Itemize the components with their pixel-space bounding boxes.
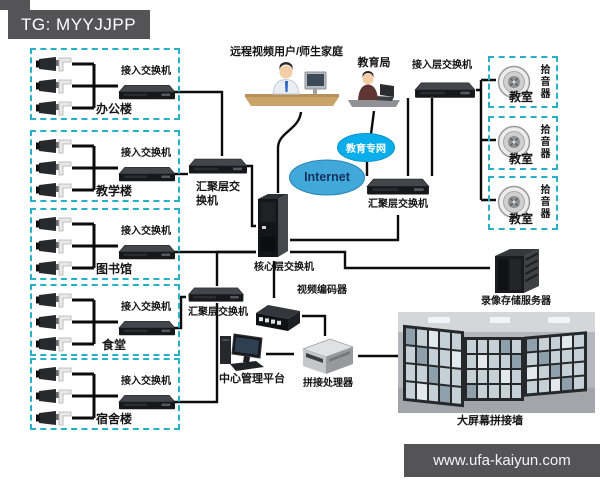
access-switch-icon [118, 84, 176, 100]
video-wall-panel [403, 324, 464, 408]
aggregation-switch-right-label: 汇聚层交换机 [368, 199, 428, 210]
building-box-teaching: 接入交换机 教学楼 [30, 130, 180, 202]
video-wall-label: 大屏幕拼接墙 [457, 415, 523, 427]
education-bureau-label: 教育局 [357, 57, 391, 69]
video-encoder-label: 视频编码器 [297, 285, 347, 296]
aggregation-switch-bottom-icon [188, 287, 244, 303]
aggregation-switch-bottom-label: 汇聚层交换机 [188, 307, 248, 318]
core-switch-icon [258, 194, 288, 257]
access-switch-label: 接入交换机 [121, 302, 171, 313]
building-name: 办公楼 [95, 102, 132, 116]
video-encoder-icon [256, 305, 300, 331]
pickup-label: 拾音器 [538, 184, 549, 220]
classroom-box-3: 拾音器 教室 [488, 176, 558, 230]
aggregation-switch-right-icon [366, 178, 430, 196]
building-box-canteen: 接入交换机 食堂 [30, 284, 180, 356]
access-switch-label: 接入交换机 [121, 148, 171, 159]
access-switch-label: 接入交换机 [121, 226, 171, 237]
classroom-name: 教室 [508, 212, 533, 226]
corner-strip [0, 0, 30, 10]
access-switch-icon [118, 244, 176, 260]
building-box-library: 接入交换机 图书馆 [30, 208, 180, 280]
video-wall-panel [464, 337, 524, 401]
building-name: 宿舍楼 [95, 412, 132, 426]
storage-server-icon [494, 248, 540, 294]
classroom-name: 教室 [508, 152, 533, 166]
camera-icon [36, 238, 72, 254]
classroom-box-2: 拾音器 教室 [488, 116, 558, 170]
management-computer-icon [219, 333, 265, 372]
camera-icon [36, 78, 72, 94]
storage-server-label: 录像存储服务器 [481, 296, 551, 307]
classroom-name: 教室 [508, 90, 533, 104]
video-wall-image [398, 312, 595, 413]
camera-icon [36, 336, 72, 352]
camera-icon [36, 410, 72, 426]
camera-icon [36, 182, 72, 198]
access-switch-icon [118, 320, 176, 336]
video-wall-panel [524, 331, 587, 397]
splicing-processor-label: 拼接处理器 [303, 378, 353, 389]
pickup-label: 拾音器 [538, 64, 549, 100]
splicing-processor-icon [302, 338, 354, 375]
camera-icon [36, 138, 72, 154]
building-name: 图书馆 [95, 262, 132, 276]
building-name: 食堂 [101, 338, 126, 352]
remote-users-label: 远程视频用户/师生家庭 [230, 46, 344, 58]
camera-icon [36, 292, 72, 308]
camera-icon [36, 216, 72, 232]
tag-badge: TG: MYYJJPP [8, 10, 150, 39]
camera-icon [36, 314, 72, 330]
access-switch-label: 接入交换机 [121, 66, 171, 77]
internet-cloud [289, 159, 365, 196]
camera-icon [36, 366, 72, 382]
education-bureau-illustration [348, 71, 400, 107]
access-switch-icon [118, 166, 176, 182]
camera-icon [36, 260, 72, 276]
access-switch-icon [118, 394, 176, 410]
camera-icon [36, 388, 72, 404]
management-platform-label: 中心管理平台 [219, 373, 285, 385]
watermark-url: www.ufa-kaiyun.com [404, 444, 600, 477]
camera-icon [36, 160, 72, 176]
classroom-box-1: 拾音器 教室 [488, 56, 558, 108]
access-switch-label: 接入交换机 [121, 376, 171, 387]
remote-user-illustration [244, 61, 340, 107]
access-layer-switch-icon [414, 82, 476, 99]
camera-icon [36, 100, 72, 116]
access-layer-switch-label: 接入层交换机 [412, 60, 472, 71]
core-switch-label: 核心层交换机 [254, 262, 314, 273]
internet-label: Internet [304, 170, 350, 184]
building-box-office: 接入交换机 办公楼 [30, 48, 180, 120]
camera-icon [36, 56, 72, 72]
building-name: 教学楼 [95, 184, 132, 198]
pickup-label: 拾音器 [538, 124, 549, 160]
edu-network-label: 教育专网 [346, 143, 386, 155]
aggregation-switch-left-icon [188, 158, 248, 174]
aggregation-switch-left-label: 汇聚层交换机 [196, 181, 240, 207]
edu-network-cloud [337, 133, 395, 162]
building-box-dormitory: 接入交换机 宿舍楼 [30, 358, 180, 430]
